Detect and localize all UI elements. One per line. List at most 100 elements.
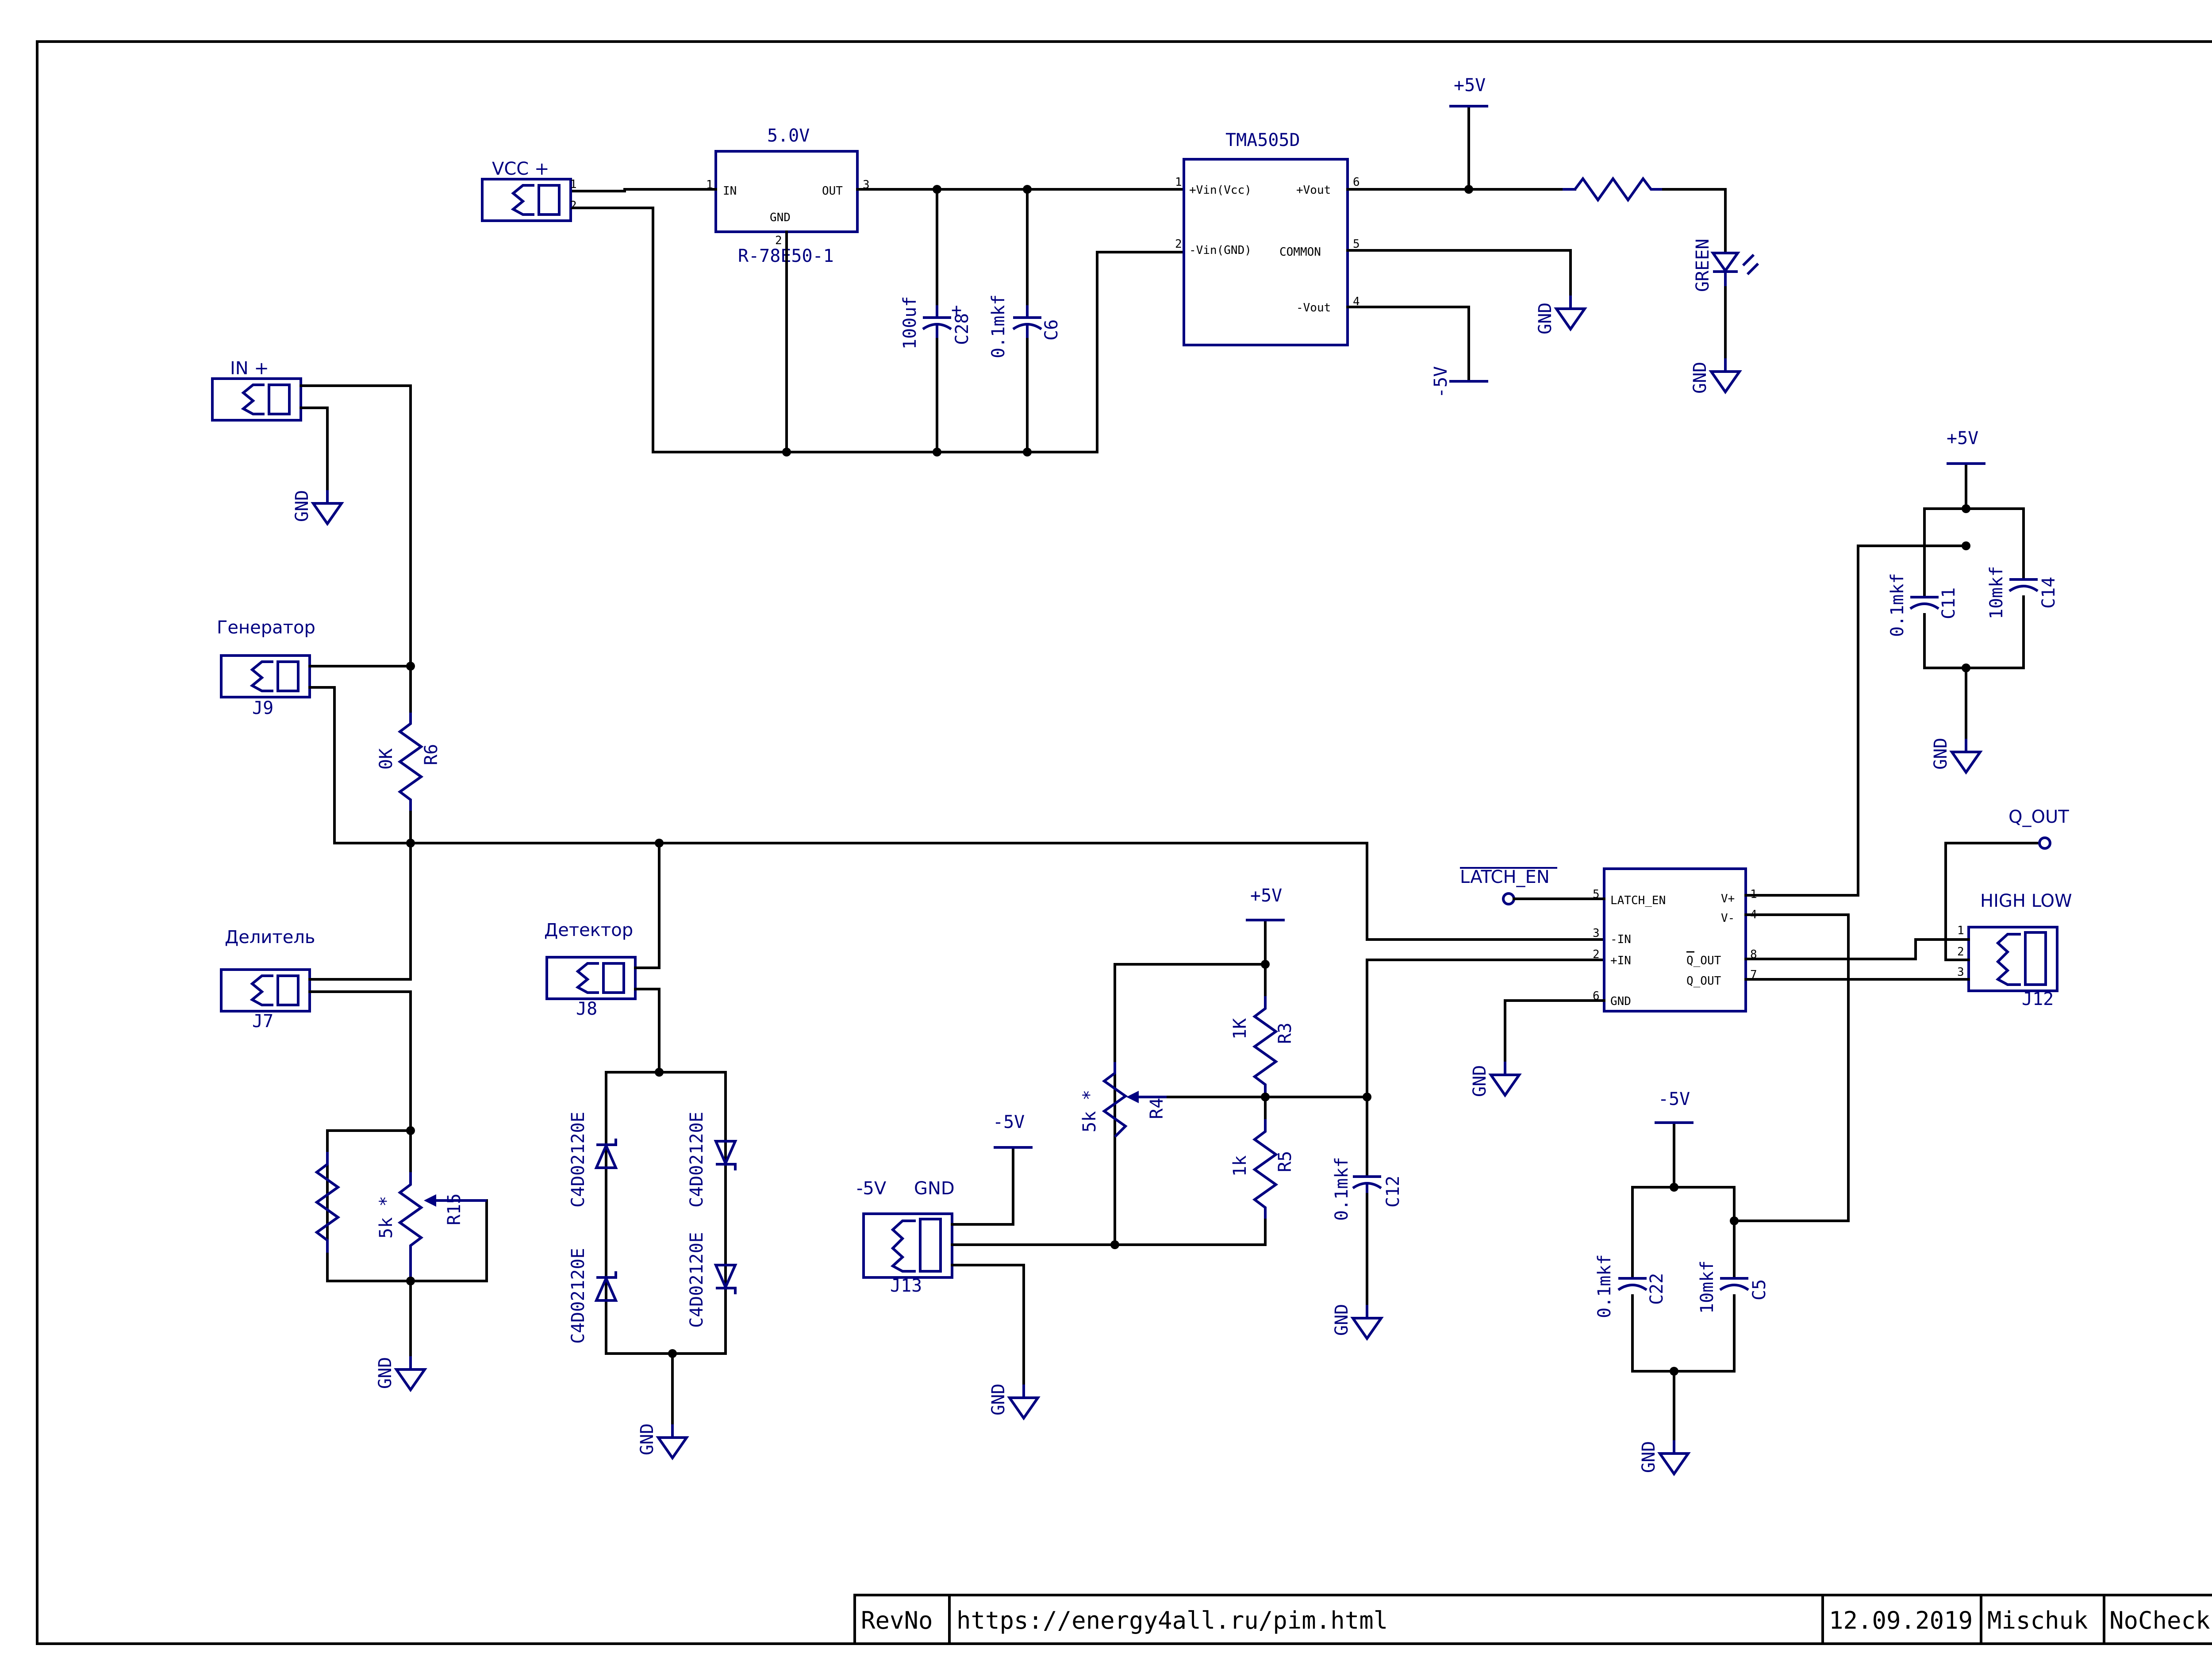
svg-text:R15: R15 <box>444 1193 465 1225</box>
connector-j13: -5V GND J13 <box>856 1178 955 1296</box>
svg-text:2: 2 <box>1175 238 1182 251</box>
svg-text:OUT: OUT <box>822 184 843 198</box>
dcdc-tma505d: TMA505D +Vin(Vcc) -Vin(GND) +Vout COMMON… <box>1175 130 1360 346</box>
capacitor-c5: 10mkf C5 <box>1697 1261 1770 1314</box>
svg-text:Делитель: Делитель <box>225 927 315 947</box>
rail-neg5-j13: -5V <box>993 1112 1033 1149</box>
connector-j9-generator: Генератор J9 <box>217 617 315 718</box>
svg-text:5k *: 5k * <box>1079 1090 1100 1132</box>
svg-text:2: 2 <box>1957 945 1964 959</box>
svg-text:+Vout: +Vout <box>1296 184 1331 197</box>
diode-array: C4D02120E C4D02120E C4D02120E C4D02120E <box>568 1112 737 1344</box>
svg-text:0.1mkf: 0.1mkf <box>988 295 1009 359</box>
svg-text:GND: GND <box>1610 995 1631 1008</box>
svg-text:GND: GND <box>1535 303 1555 334</box>
svg-text:GND: GND <box>1639 1441 1659 1473</box>
svg-text:C4D02120E: C4D02120E <box>687 1112 707 1208</box>
svg-text:C6: C6 <box>1041 319 1062 341</box>
svg-text:3: 3 <box>1957 966 1964 979</box>
rail-pos5-top: +5V <box>1449 75 1488 107</box>
comparator-ic: LATCH_EN -IN +IN GND V+ V- Q_OUT Q_OUT 5… <box>1593 867 1757 1013</box>
svg-text:GND: GND <box>1690 362 1710 394</box>
svg-text:IN: IN <box>723 184 737 198</box>
svg-text:IN +: IN + <box>230 358 269 379</box>
connector-j8-detector: Детектор J8 <box>544 920 635 1019</box>
svg-text:1: 1 <box>570 178 577 191</box>
svg-text:5k *: 5k * <box>376 1196 396 1239</box>
svg-text:0.1mkf: 0.1mkf <box>1887 573 1908 637</box>
svg-text:GND: GND <box>292 490 312 522</box>
connector-j12: HIGH LOW J12 123 <box>1957 891 2072 1009</box>
svg-text:COMMON: COMMON <box>1279 245 1321 259</box>
svg-text:4: 4 <box>1353 295 1360 308</box>
resistor-r5: 1k R5 <box>1230 1119 1295 1220</box>
svg-text:GREEN: GREEN <box>1693 239 1713 292</box>
capacitor-c6: 0.1mkf C6 <box>988 295 1062 359</box>
svg-text:1k: 1k <box>1230 1155 1250 1177</box>
svg-text:V-: V- <box>1721 912 1735 925</box>
title-rev: RevNo <box>861 1607 933 1634</box>
potentiometer-r15: 5k * R15 <box>317 1129 488 1282</box>
svg-text:Детектор: Детектор <box>544 920 633 940</box>
svg-text:C5: C5 <box>1749 1279 1770 1300</box>
rail-pos5-ref: +5V <box>1246 886 1285 921</box>
svg-text:+IN: +IN <box>1610 954 1631 967</box>
svg-text:-5V: -5V <box>1658 1089 1690 1109</box>
resistor-r3: 1K R3 <box>1230 963 1295 1097</box>
in-connector: IN + <box>212 358 301 420</box>
svg-text:C14: C14 <box>2039 577 2059 609</box>
svg-text:Q_OUT: Q_OUT <box>1686 954 1721 967</box>
svg-text:Генератор: Генератор <box>217 617 315 638</box>
svg-text:J13: J13 <box>890 1276 922 1296</box>
svg-text:100uf: 100uf <box>900 296 920 349</box>
rail-neg5-dcdc: -5V <box>1431 366 1488 398</box>
vcc-connector: VCC + 1 2 <box>482 159 577 221</box>
rail-pos5-comp: +5V <box>1947 428 1985 465</box>
svg-text:5.0V: 5.0V <box>767 126 810 146</box>
svg-text:GND: GND <box>1931 738 1951 770</box>
latch-en-port: LATCH_EN <box>1460 867 1605 905</box>
svg-text:R6: R6 <box>421 744 442 765</box>
svg-text:+5V: +5V <box>1454 75 1486 96</box>
svg-text:-IN: -IN <box>1610 933 1631 946</box>
svg-text:-5V: -5V <box>1431 366 1451 398</box>
svg-text:GND: GND <box>375 1357 396 1389</box>
svg-text:J7: J7 <box>252 1011 273 1032</box>
svg-text:+Vin(Vcc): +Vin(Vcc) <box>1189 184 1252 197</box>
svg-text:GND: GND <box>637 1423 657 1455</box>
svg-text:-5V: -5V <box>993 1112 1025 1132</box>
svg-text:GND: GND <box>1470 1065 1490 1097</box>
svg-text:GND: GND <box>988 1384 1009 1415</box>
svg-text:1: 1 <box>1175 176 1182 189</box>
resistor-r6: 0K R6 <box>376 711 442 812</box>
svg-text:R5: R5 <box>1275 1151 1295 1172</box>
title-check: NoCheck <box>2109 1607 2210 1634</box>
title-date: 12.09.2019 <box>1829 1607 1973 1634</box>
title-author: Mischuk <box>1987 1607 2088 1634</box>
svg-text:-Vin(GND): -Vin(GND) <box>1189 244 1252 257</box>
connector-j7-divider: Делитель J7 <box>221 927 315 1032</box>
svg-text:J8: J8 <box>576 999 597 1019</box>
svg-text:0.1mkf: 0.1mkf <box>1594 1254 1615 1319</box>
svg-text:HIGH LOW: HIGH LOW <box>1980 891 2072 911</box>
svg-text:J9: J9 <box>252 698 273 718</box>
svg-text:VCC +: VCC + <box>492 159 549 179</box>
svg-text:TMA505D: TMA505D <box>1225 130 1300 150</box>
svg-text:C4D02120E: C4D02120E <box>568 1112 588 1208</box>
capacitor-c12: 0.1mkf C12 <box>1332 1096 1403 1221</box>
svg-text:C12: C12 <box>1383 1176 1403 1208</box>
svg-text:LATCH_EN: LATCH_EN <box>1610 894 1666 907</box>
svg-text:6: 6 <box>1353 176 1360 189</box>
svg-text:LATCH_EN: LATCH_EN <box>1460 867 1550 887</box>
title-block: RevNo https://energy4all.ru/pim.html 12.… <box>853 1594 2212 1645</box>
svg-text:2: 2 <box>570 199 577 212</box>
svg-text:5: 5 <box>1353 238 1360 251</box>
svg-text:1: 1 <box>1957 924 1964 937</box>
svg-text:2: 2 <box>775 234 782 247</box>
svg-text:Q_OUT: Q_OUT <box>1686 974 1721 988</box>
svg-text:10mkf: 10mkf <box>1697 1261 1717 1314</box>
capacitor-c28: + 100uf C28 <box>900 296 972 349</box>
svg-text:10mkf: 10mkf <box>1986 566 2007 619</box>
rail-neg5-comp: -5V <box>1655 1089 1694 1124</box>
svg-text:+5V: +5V <box>1250 886 1282 906</box>
